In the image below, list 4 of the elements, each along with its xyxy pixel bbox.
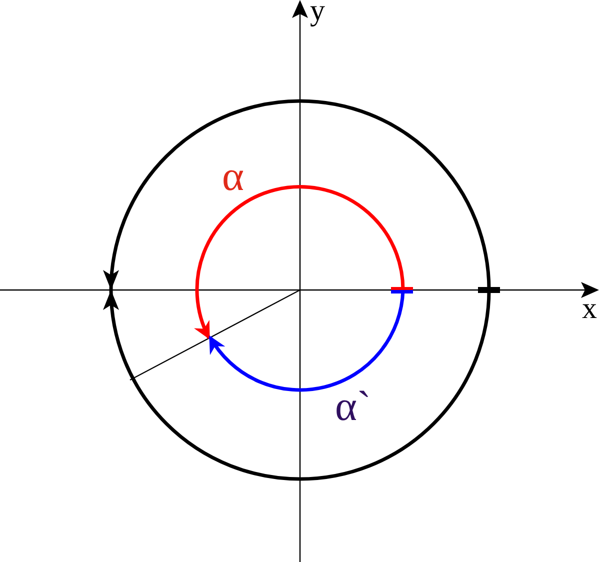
- axis-label: y: [310, 0, 325, 26]
- arc-label: α`: [335, 386, 371, 428]
- axis-label: x: [582, 294, 597, 324]
- arc-label: α: [222, 156, 244, 198]
